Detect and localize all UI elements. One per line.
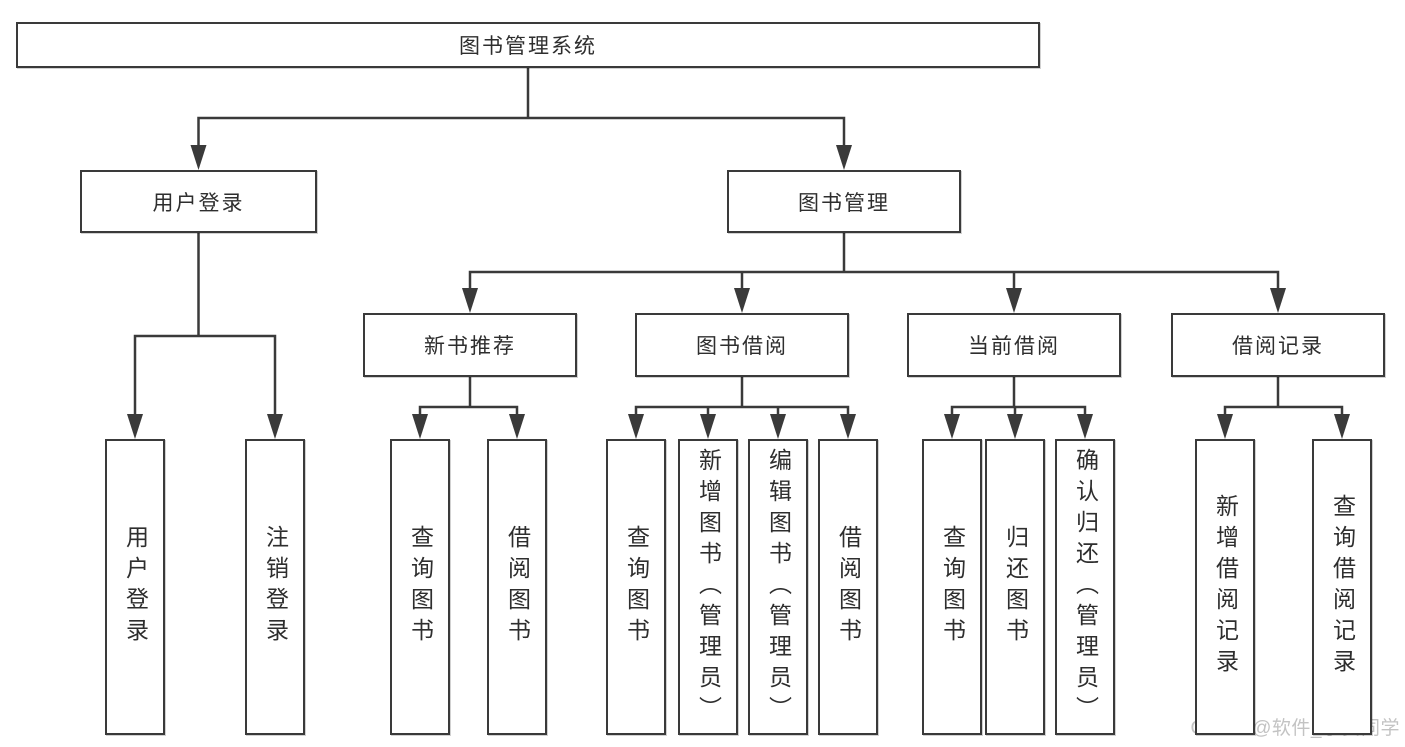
connector-book-borrow xyxy=(634,377,850,416)
node-label-br-query-record: 查询借阅记录 xyxy=(1329,494,1356,680)
node-label-bb-add-books: 新增图书（管理员） xyxy=(695,447,722,727)
arrowhead-icon xyxy=(1006,288,1022,313)
arrowhead-icon xyxy=(1217,414,1233,439)
node-book-borrow: 图书借阅 xyxy=(635,313,849,377)
connector-new-book-rec xyxy=(418,377,519,416)
arrowhead-icon xyxy=(462,288,478,313)
node-bb-borrow-books: 借阅图书 xyxy=(818,439,878,735)
node-label-book-borrow: 图书借阅 xyxy=(696,335,788,358)
arrowhead-icon xyxy=(628,414,644,439)
node-rec-query-books: 查询图书 xyxy=(390,439,450,735)
node-label-user-login: 用户登录 xyxy=(152,191,245,215)
node-label-br-add-record: 新增借阅记录 xyxy=(1212,494,1239,680)
connector-root xyxy=(197,68,846,147)
node-current-borrow: 当前借阅 xyxy=(907,313,1121,377)
node-br-add-record: 新增借阅记录 xyxy=(1195,439,1255,735)
node-label-current-borrow: 当前借阅 xyxy=(968,335,1060,358)
connector-borrow-records xyxy=(1223,377,1344,416)
node-bb-edit-books: 编辑图书（管理员） xyxy=(748,439,808,735)
node-br-query-record: 查询借阅记录 xyxy=(1312,439,1372,735)
node-label-new-book-rec: 新书推荐 xyxy=(424,335,516,358)
node-bb-query-books: 查询图书 xyxy=(606,439,666,735)
node-label-rec-query-books: 查询图书 xyxy=(407,525,434,649)
arrowhead-icon xyxy=(944,414,960,439)
arrowhead-icon xyxy=(840,414,856,439)
node-bb-add-books: 新增图书（管理员） xyxy=(678,439,738,735)
node-root: 图书管理系统 xyxy=(16,22,1040,68)
node-leaf-user-login: 用户登录 xyxy=(105,439,165,735)
node-label-root: 图书管理系统 xyxy=(459,35,597,58)
arrowhead-icon xyxy=(1007,414,1023,439)
arrowhead-icon xyxy=(770,414,786,439)
node-leaf-logout: 注销登录 xyxy=(245,439,305,735)
node-label-leaf-user-login: 用户登录 xyxy=(122,525,149,649)
node-label-borrow-records: 借阅记录 xyxy=(1232,335,1324,358)
node-label-book-mgmt: 图书管理 xyxy=(798,191,890,215)
arrowhead-icon xyxy=(700,414,716,439)
arrowhead-icon xyxy=(412,414,428,439)
connector-user-login xyxy=(133,233,277,416)
node-rec-borrow-books: 借阅图书 xyxy=(487,439,547,735)
node-new-book-rec: 新书推荐 xyxy=(363,313,577,377)
node-label-cb-query-books: 查询图书 xyxy=(939,525,966,649)
node-cb-return-books: 归还图书 xyxy=(985,439,1045,735)
node-label-bb-borrow-books: 借阅图书 xyxy=(835,525,862,649)
node-user-login: 用户登录 xyxy=(80,170,317,233)
arrowhead-icon xyxy=(509,414,525,439)
node-cb-query-books: 查询图书 xyxy=(922,439,982,735)
node-label-cb-return-books: 归还图书 xyxy=(1002,525,1029,649)
arrowhead-icon xyxy=(190,145,207,170)
arrowhead-icon xyxy=(1077,414,1093,439)
node-label-bb-edit-books: 编辑图书（管理员） xyxy=(765,447,792,727)
arrowhead-icon xyxy=(1334,414,1350,439)
node-label-rec-borrow-books: 借阅图书 xyxy=(504,525,531,649)
node-label-cb-confirm-return: 确认归还（管理员） xyxy=(1072,447,1099,727)
arrowhead-icon xyxy=(836,145,852,170)
arrowhead-icon xyxy=(734,288,750,313)
arrowhead-icon xyxy=(1270,288,1286,313)
connector-current-borrow xyxy=(950,377,1087,416)
arrowhead-icon xyxy=(127,414,143,439)
node-book-mgmt: 图书管理 xyxy=(727,170,961,233)
node-cb-confirm-return: 确认归还（管理员） xyxy=(1055,439,1115,735)
node-borrow-records: 借阅记录 xyxy=(1171,313,1385,377)
connector-book-mgmt xyxy=(468,233,1280,290)
node-label-bb-query-books: 查询图书 xyxy=(623,525,650,649)
arrowhead-icon xyxy=(267,414,283,439)
node-label-leaf-logout: 注销登录 xyxy=(262,525,289,649)
